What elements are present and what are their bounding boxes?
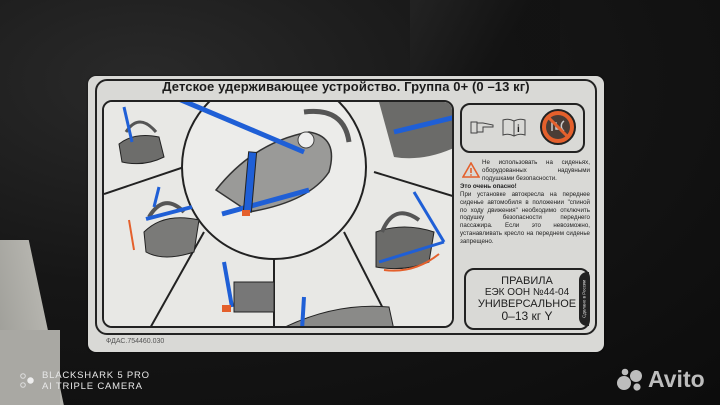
floor-area-bottom (0, 330, 60, 405)
installation-diagram-icon (104, 102, 452, 326)
camera-lens-icon (20, 373, 34, 388)
product-code: ФДАС.754460.030 (106, 338, 165, 345)
no-airbag-icon (540, 109, 576, 145)
avito-logo-icon (617, 368, 642, 391)
camera-watermark: BLACKSHARK 5 PRO AI TRIPLE CAMERA (20, 370, 150, 392)
camera-line-1: BLACKSHARK 5 PRO (42, 370, 150, 381)
info-book-icon: i (502, 118, 526, 137)
rules-title: ПРАВИЛА (501, 275, 553, 287)
airbag-warning: Не использовать на сиденьях, оборудованн… (460, 159, 590, 245)
installation-illustrations (102, 100, 454, 328)
camera-line-2: AI TRIPLE CAMERA (42, 381, 143, 392)
warning-danger: Это очень опасно! (460, 183, 517, 191)
avito-watermark: Avito (615, 366, 705, 393)
rules-weight: 0–13 кг Y (501, 309, 553, 323)
label-title: Детское удерживающее устройство. Группа … (162, 79, 530, 94)
pictogram-box: i (460, 103, 585, 153)
warning-body: При установке автокресла на переднее сид… (460, 191, 590, 245)
pointing-hand-icon (470, 121, 494, 134)
rules-category: УНИВЕРСАЛЬНОЕ (477, 298, 577, 310)
warning-triangle-icon (462, 162, 480, 178)
ece-rules-box: ПРАВИЛА ЕЭК ООН №44-04 УНИВЕРСАЛЬНОЕ 0–1… (464, 268, 590, 330)
warning-intro: Не использовать на сиденьях, оборудованн… (482, 159, 590, 182)
made-in-russia: Сделано в России (579, 272, 589, 326)
rules-standard: ЕЭК ООН №44-04 (484, 287, 570, 298)
label-frame (95, 79, 597, 335)
avito-text: Avito (648, 366, 705, 392)
svg-text:i: i (517, 124, 520, 135)
car-seat-label: Детское удерживающее устройство. Группа … (88, 76, 604, 352)
